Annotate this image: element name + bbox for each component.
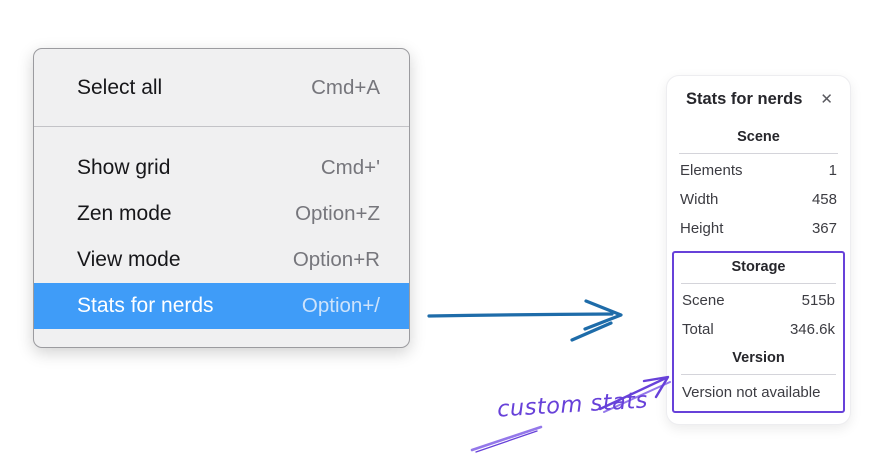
stat-row-height: Height 367 [679, 214, 838, 243]
menu-item-shortcut: Option+/ [301, 294, 380, 317]
menu-group-top: Select all Cmd+A [34, 64, 409, 111]
section-rule [681, 374, 836, 375]
stat-row-elements: Elements 1 [679, 156, 838, 185]
storage-section: Storage Scene 515b Total 346.6k [681, 259, 836, 344]
purple-arrow-head [642, 375, 670, 399]
underline-pass-1 [470, 425, 543, 452]
version-section: Version Version not available [681, 350, 836, 406]
blue-arrow [427, 299, 623, 342]
stats-panel: Stats for nerds ✕ Scene Elements 1 Width… [666, 75, 851, 425]
section-rule [681, 283, 836, 284]
custom-stats-annotation: custom stats [496, 387, 649, 423]
menu-item-shortcut: Option+R [292, 248, 380, 271]
stat-label: Height [680, 220, 724, 237]
menu-item-show-grid[interactable]: Show grid Cmd+' [34, 145, 409, 191]
stat-value: 367 [811, 220, 837, 237]
menu-item-view-mode[interactable]: View mode Option+R [34, 237, 409, 283]
stat-row-total-size: Total 346.6k [681, 315, 836, 344]
stat-row-width: Width 458 [679, 185, 838, 214]
version-section-title: Version [732, 350, 785, 366]
stat-value: 346.6k [789, 321, 835, 338]
blue-arrow-shaft [427, 312, 614, 318]
menu-item-stats-for-nerds[interactable]: Stats for nerds Option+/ [34, 283, 409, 329]
stats-panel-title: Stats for nerds [686, 90, 803, 108]
menu-item-label: Select all [77, 75, 163, 99]
stat-value: 458 [811, 191, 837, 208]
stat-label: Scene [682, 292, 725, 309]
version-note: Version not available [682, 384, 821, 401]
menu-divider [34, 126, 409, 127]
purple-underline-stroke [470, 425, 543, 453]
menu-item-shortcut: Option+Z [295, 202, 380, 225]
menu-item-zen-mode[interactable]: Zen mode Option+Z [34, 191, 409, 237]
menu-item-label: View mode [77, 248, 181, 271]
context-menu: Select all Cmd+A Show grid Cmd+' Zen mod… [33, 48, 410, 348]
menu-item-select-all[interactable]: Select all Cmd+A [34, 64, 409, 111]
close-icon[interactable]: ✕ [820, 91, 833, 108]
menu-item-label: Stats for nerds [77, 294, 214, 317]
custom-stats-box: Storage Scene 515b Total 346.6k Version … [672, 251, 845, 413]
menu-item-label: Zen mode [77, 202, 172, 225]
stat-label: Width [680, 191, 719, 208]
blue-arrow-head [583, 299, 623, 331]
blue-arrow-head-extra [570, 321, 613, 342]
stat-label: Elements [680, 162, 743, 179]
stat-value: 515b [801, 292, 835, 309]
menu-item-label: Show grid [77, 156, 171, 179]
storage-section-title: Storage [731, 259, 786, 275]
stat-value: 1 [828, 162, 837, 179]
stat-row-scene-size: Scene 515b [681, 286, 836, 315]
stats-panel-header: Stats for nerds ✕ [679, 88, 838, 109]
menu-item-shortcut: Cmd+A [311, 75, 380, 99]
menu-item-shortcut: Cmd+' [320, 156, 380, 179]
scene-section: Scene Elements 1 Width 458 Height 367 [679, 129, 838, 243]
underline-pass-2 [475, 430, 538, 453]
menu-group-main: Show grid Cmd+' Zen mode Option+Z View m… [34, 127, 409, 329]
scene-section-title: Scene [737, 129, 780, 145]
stat-label: Total [682, 321, 714, 338]
section-rule [679, 153, 838, 154]
